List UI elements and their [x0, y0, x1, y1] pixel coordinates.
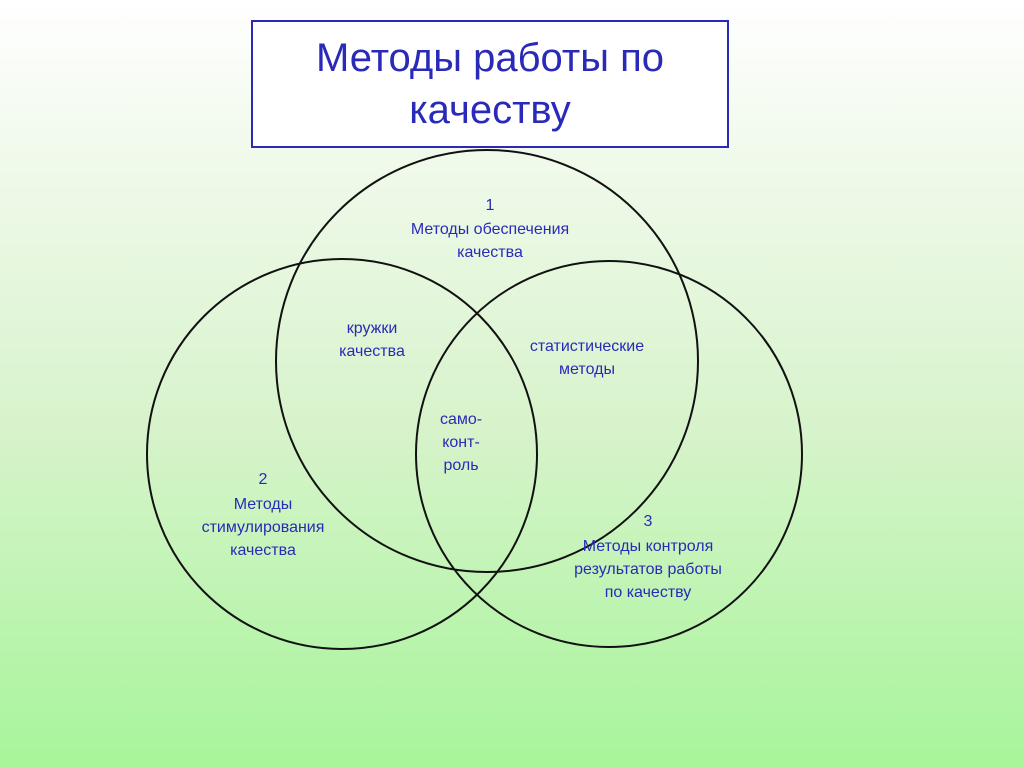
- overlap-1-2-label: кружки качества: [339, 320, 405, 360]
- circle-1-number: 1: [485, 197, 495, 214]
- circle-3: [415, 260, 803, 648]
- circle-3-number: 3: [643, 513, 653, 530]
- circle-1-label: Методы обеспечения качества: [410, 221, 570, 261]
- overlap-center-label: само- конт- роль: [439, 411, 483, 474]
- overlap-1-3-label: статистические методы: [529, 338, 645, 378]
- circle-3-label: Методы контроля результатов работы по ка…: [574, 538, 722, 601]
- circle-2-label: Методы стимулирования качества: [201, 496, 325, 559]
- title-box: Методы работы по качеству: [251, 20, 729, 148]
- circle-2: [146, 258, 538, 650]
- diagram-title: Методы работы по качеству: [316, 36, 664, 132]
- circle-1: [275, 149, 699, 573]
- circle-2-number: 2: [258, 471, 268, 488]
